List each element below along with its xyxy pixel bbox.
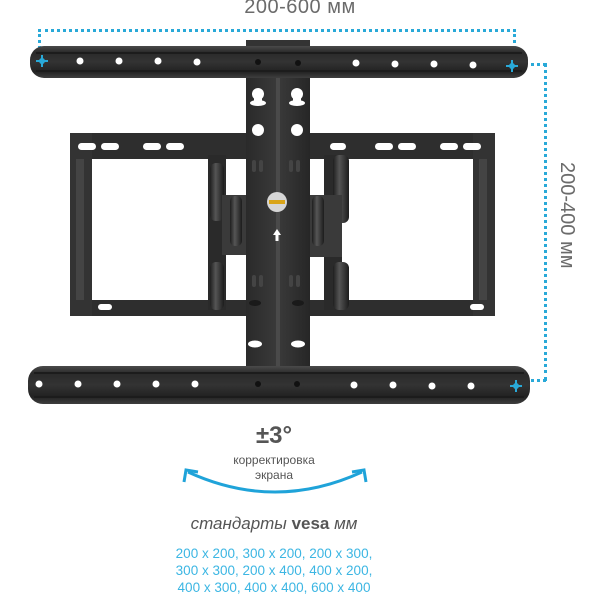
horizontal-dimension-tick-left	[38, 29, 41, 49]
top-rail	[30, 40, 528, 78]
vertical-dimension-tick-bottom	[524, 379, 546, 382]
vesa-sizes-line: 300 x 300, 200 x 400, 400 x 200,	[175, 563, 373, 578]
vesa-title-prefix: стандарты	[190, 514, 287, 533]
vesa-sizes-list: 200 x 200, 300 x 200, 200 x 300, 300 x 3…	[0, 545, 548, 596]
horizontal-dimension-line	[38, 29, 516, 32]
tilt-caption-line2: экрана	[254, 468, 294, 482]
tilt-value: ±3°	[255, 422, 293, 449]
tilt-arc-arrow-icon	[182, 468, 368, 494]
top-right-crosshair-icon	[506, 60, 518, 72]
left-arm	[208, 155, 248, 310]
vertical-dimension-tick-top	[524, 63, 546, 66]
top-left-crosshair-icon	[36, 55, 48, 67]
tilt-caption-line1: корректировка	[233, 453, 315, 467]
tilt-caption: корректировка экрана	[0, 453, 548, 483]
right-arm	[310, 155, 349, 310]
vesa-title: стандарты vesa мм	[0, 514, 548, 534]
bottom-rail	[28, 366, 530, 404]
bottom-right-crosshair-icon	[510, 380, 522, 392]
center-wall-plate	[246, 60, 310, 375]
vertical-dimension-line	[544, 63, 547, 381]
horizontal-dimension-tick-right	[513, 29, 516, 49]
tv-mount-image	[28, 40, 530, 404]
vesa-sizes-line: 400 x 300, 400 x 400, 600 x 400	[177, 580, 371, 595]
horizontal-dimension-label: 200-600 мм	[244, 0, 356, 18]
vesa-title-brand: vesa	[291, 514, 330, 533]
vesa-title-suffix: мм	[334, 514, 358, 533]
vesa-sizes-line: 200 x 200, 300 x 200, 200 x 300,	[175, 546, 373, 561]
